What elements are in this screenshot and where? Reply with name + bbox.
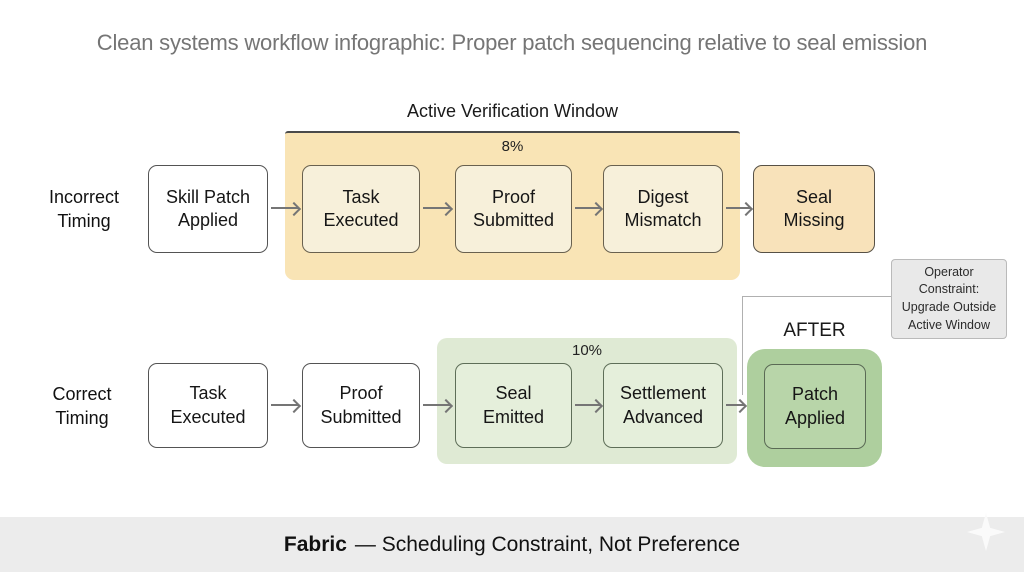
box-seal-emitted: Seal Emitted: [455, 363, 572, 448]
arrow-icon: [271, 207, 299, 209]
box-patch-applied: Patch Applied: [764, 364, 866, 449]
row-label-incorrect-timing: Incorrect Timing: [48, 187, 120, 232]
patch-applied-highlight: Patch Applied: [747, 349, 882, 467]
arrow-icon: [575, 207, 601, 209]
note-connector-horizontal: [742, 296, 891, 297]
box-task-executed-correct: Task Executed: [148, 363, 268, 448]
active-verification-window-label: Active Verification Window: [406, 101, 619, 121]
page-title: Clean systems workflow infographic: Prop…: [96, 30, 928, 55]
box-digest-mismatch: Digest Mismatch: [603, 165, 723, 253]
box-task-executed-incorrect: Task Executed: [302, 165, 420, 253]
note-connector-vertical: [742, 296, 743, 395]
after-label: AFTER: [783, 320, 846, 341]
arrow-icon: [423, 404, 451, 406]
box-proof-submitted-correct: Proof Submitted: [302, 363, 420, 448]
arrow-icon: [423, 207, 451, 209]
box-proof-submitted-incorrect: Proof Submitted: [455, 165, 572, 253]
arrow-icon: [726, 404, 745, 406]
box-skill-patch-applied: Skill Patch Applied: [148, 165, 268, 253]
row-label-correct-timing: Correct Timing: [52, 384, 112, 429]
percent-label-correct: 10%: [571, 342, 603, 359]
percent-label-incorrect: 8%: [501, 138, 524, 155]
box-seal-missing: Seal Missing: [753, 165, 875, 253]
footer-bar: Fabric — Scheduling Constraint, Not Pref…: [0, 517, 1024, 572]
operator-constraint-note: Operator Constraint: Upgrade Outside Act…: [891, 259, 1007, 339]
arrow-icon: [575, 404, 601, 406]
footer-brand: Fabric: [283, 532, 347, 556]
arrow-icon: [726, 207, 751, 209]
box-settlement-advanced: Settlement Advanced: [603, 363, 723, 448]
arrow-icon: [271, 404, 299, 406]
footer-text: — Scheduling Constraint, Not Preference: [354, 532, 741, 556]
